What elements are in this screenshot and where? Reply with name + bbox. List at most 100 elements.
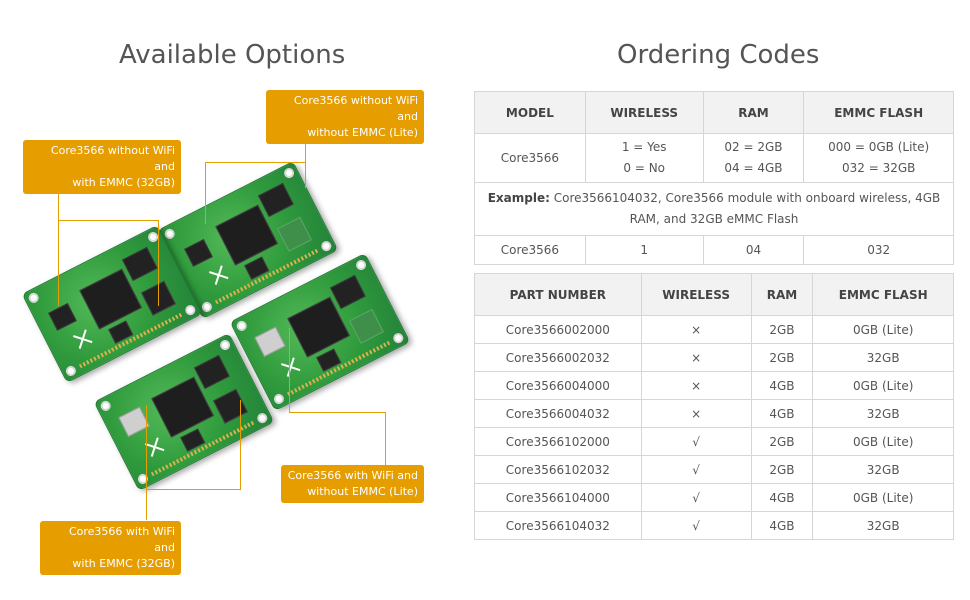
ram-cell: 4GB <box>750 511 814 540</box>
header-cell: PART NUMBER <box>474 273 642 316</box>
leader-line <box>240 400 241 490</box>
mount-hole <box>183 303 198 317</box>
table-cell: Core3566 <box>474 235 586 265</box>
ram-cell: 2GB <box>750 315 814 344</box>
table-cell: 032 <box>803 235 954 265</box>
table-row: Core3566004000 × 4GB 0GB (Lite) <box>474 371 954 400</box>
mount-hole <box>272 392 286 406</box>
header-cell: WIRELESS <box>584 91 704 134</box>
callout-line: Core3566 with WiFi and <box>68 525 175 554</box>
emmc-cell: 32GB <box>812 343 954 372</box>
table-cell: 1 <box>584 235 704 265</box>
example-text: Core3566104032, Core3566 module with onb… <box>553 191 941 226</box>
header-cell: MODEL <box>474 91 586 134</box>
model-cell: Core3566 <box>474 133 586 183</box>
part-number-cell: Core3566102032 <box>474 455 642 484</box>
wireless-cell: 1 = Yes 0 = No <box>584 133 704 183</box>
part-number-cell: Core3566004032 <box>474 399 642 428</box>
ram-chip <box>329 274 366 310</box>
callout-line: Core3566 without WiFi and <box>50 144 175 173</box>
cell-line: 0 = No <box>623 161 666 175</box>
table-row: Core3566104000 √ 4GB 0GB (Lite) <box>474 483 954 512</box>
emmc-cell: 000 = 0GB (Lite) 032 = 32GB <box>803 133 954 183</box>
ram-cell: 2GB <box>750 455 814 484</box>
header-cell: EMMC FLASH <box>812 273 954 316</box>
ram-chip <box>121 246 158 282</box>
ram-cell: 2GB <box>750 343 814 372</box>
board-logo-icon <box>143 435 167 459</box>
ram-cell: 02 = 2GB 04 = 4GB <box>702 133 805 183</box>
board-logo-icon <box>279 355 303 379</box>
part-number-cell: Core3566104000 <box>474 483 642 512</box>
table-row: Core3566002000 × 2GB 0GB (Lite) <box>474 315 954 344</box>
emmc-footprint-empty <box>348 308 384 344</box>
board-logo-icon <box>207 263 231 287</box>
callout-line: Core3566 without WiFi and <box>293 94 418 123</box>
leader-line <box>146 405 147 520</box>
mount-hole <box>98 399 113 413</box>
header-cell: RAM <box>702 91 805 134</box>
table-row: Core3566 1 04 032 <box>474 235 954 265</box>
part-number-cell: Core3566002032 <box>474 343 642 372</box>
leader-line <box>385 412 386 466</box>
table-row: Core3566104032 √ 4GB 32GB <box>474 511 954 540</box>
emmc-cell: 32GB <box>812 399 954 428</box>
board-logo-icon <box>71 327 95 351</box>
emmc-chip <box>212 388 248 424</box>
part-number-cell: Core3566104032 <box>474 511 642 540</box>
leader-line <box>58 178 59 306</box>
wireless-cell: √ <box>640 455 752 484</box>
table-header-row: MODEL WIRELESS RAM EMMC FLASH <box>474 91 954 134</box>
mount-hole <box>255 411 270 425</box>
callout-line: without EMMC (Lite) <box>307 126 418 139</box>
leader-line <box>158 220 159 306</box>
emmc-cell: 32GB <box>812 455 954 484</box>
callout-line: with EMMC (32GB) <box>72 176 175 189</box>
table-header-row: PART NUMBER WIRELESS RAM EMMC FLASH <box>474 273 954 316</box>
ram-cell: 4GB <box>750 371 814 400</box>
callout-line: with EMMC (32GB) <box>72 557 175 570</box>
part-number-cell: Core3566002000 <box>474 315 642 344</box>
part-number-table: PART NUMBER WIRELESS RAM EMMC FLASH Core… <box>474 273 954 540</box>
table-row: Core3566004032 × 4GB 32GB <box>474 399 954 428</box>
example-row: Example: Core3566104032, Core3566 module… <box>474 182 954 236</box>
wireless-cell: √ <box>640 511 752 540</box>
emmc-cell: 0GB (Lite) <box>812 315 954 344</box>
table-row: Core3566 1 = Yes 0 = No 02 = 2GB 04 = 4G… <box>474 133 954 183</box>
ordering-codes-title: Ordering Codes <box>617 40 820 70</box>
leader-line <box>205 162 306 163</box>
mount-hole <box>64 364 78 378</box>
cell-line: 04 = 4GB <box>724 161 783 175</box>
board-wifi-lite <box>229 252 411 412</box>
ordering-codes-table: MODEL WIRELESS RAM EMMC FLASH Core3566 1… <box>474 91 954 265</box>
part-number-cell: Core3566102000 <box>474 427 642 456</box>
board-wifi-emmc <box>93 332 275 492</box>
example-label: Example: <box>487 191 550 205</box>
ram-cell: 4GB <box>750 399 814 428</box>
header-cell: EMMC FLASH <box>803 91 954 134</box>
callout-wifi-emmc: Core3566 with WiFi and with EMMC (32GB) <box>40 521 181 575</box>
mount-hole <box>162 227 177 241</box>
example-cell: Example: Core3566104032, Core3566 module… <box>474 182 954 236</box>
callout-no-wifi-lite: Core3566 without WiFi and without EMMC (… <box>266 90 424 144</box>
mount-hole <box>319 239 334 253</box>
wireless-cell: × <box>640 343 752 372</box>
callout-no-wifi-emmc: Core3566 without WiFi and with EMMC (32G… <box>23 140 181 194</box>
emmc-cell: 0GB (Lite) <box>812 371 954 400</box>
emmc-cell: 32GB <box>812 511 954 540</box>
pmic-chip <box>48 302 77 331</box>
mount-hole <box>282 166 296 180</box>
table-row: Core3566002032 × 2GB 32GB <box>474 343 954 372</box>
ram-chip <box>257 182 294 218</box>
mount-hole <box>391 331 406 345</box>
table-row: Core3566102032 √ 2GB 32GB <box>474 455 954 484</box>
mount-hole <box>26 291 41 305</box>
callout-line: without EMMC (Lite) <box>307 485 418 498</box>
wireless-cell: × <box>640 399 752 428</box>
wireless-cell: √ <box>640 427 752 456</box>
wireless-cell: × <box>640 315 752 344</box>
ram-cell: 4GB <box>750 483 814 512</box>
leader-line <box>58 220 158 221</box>
header-cell: RAM <box>750 273 814 316</box>
leader-line <box>146 489 241 490</box>
